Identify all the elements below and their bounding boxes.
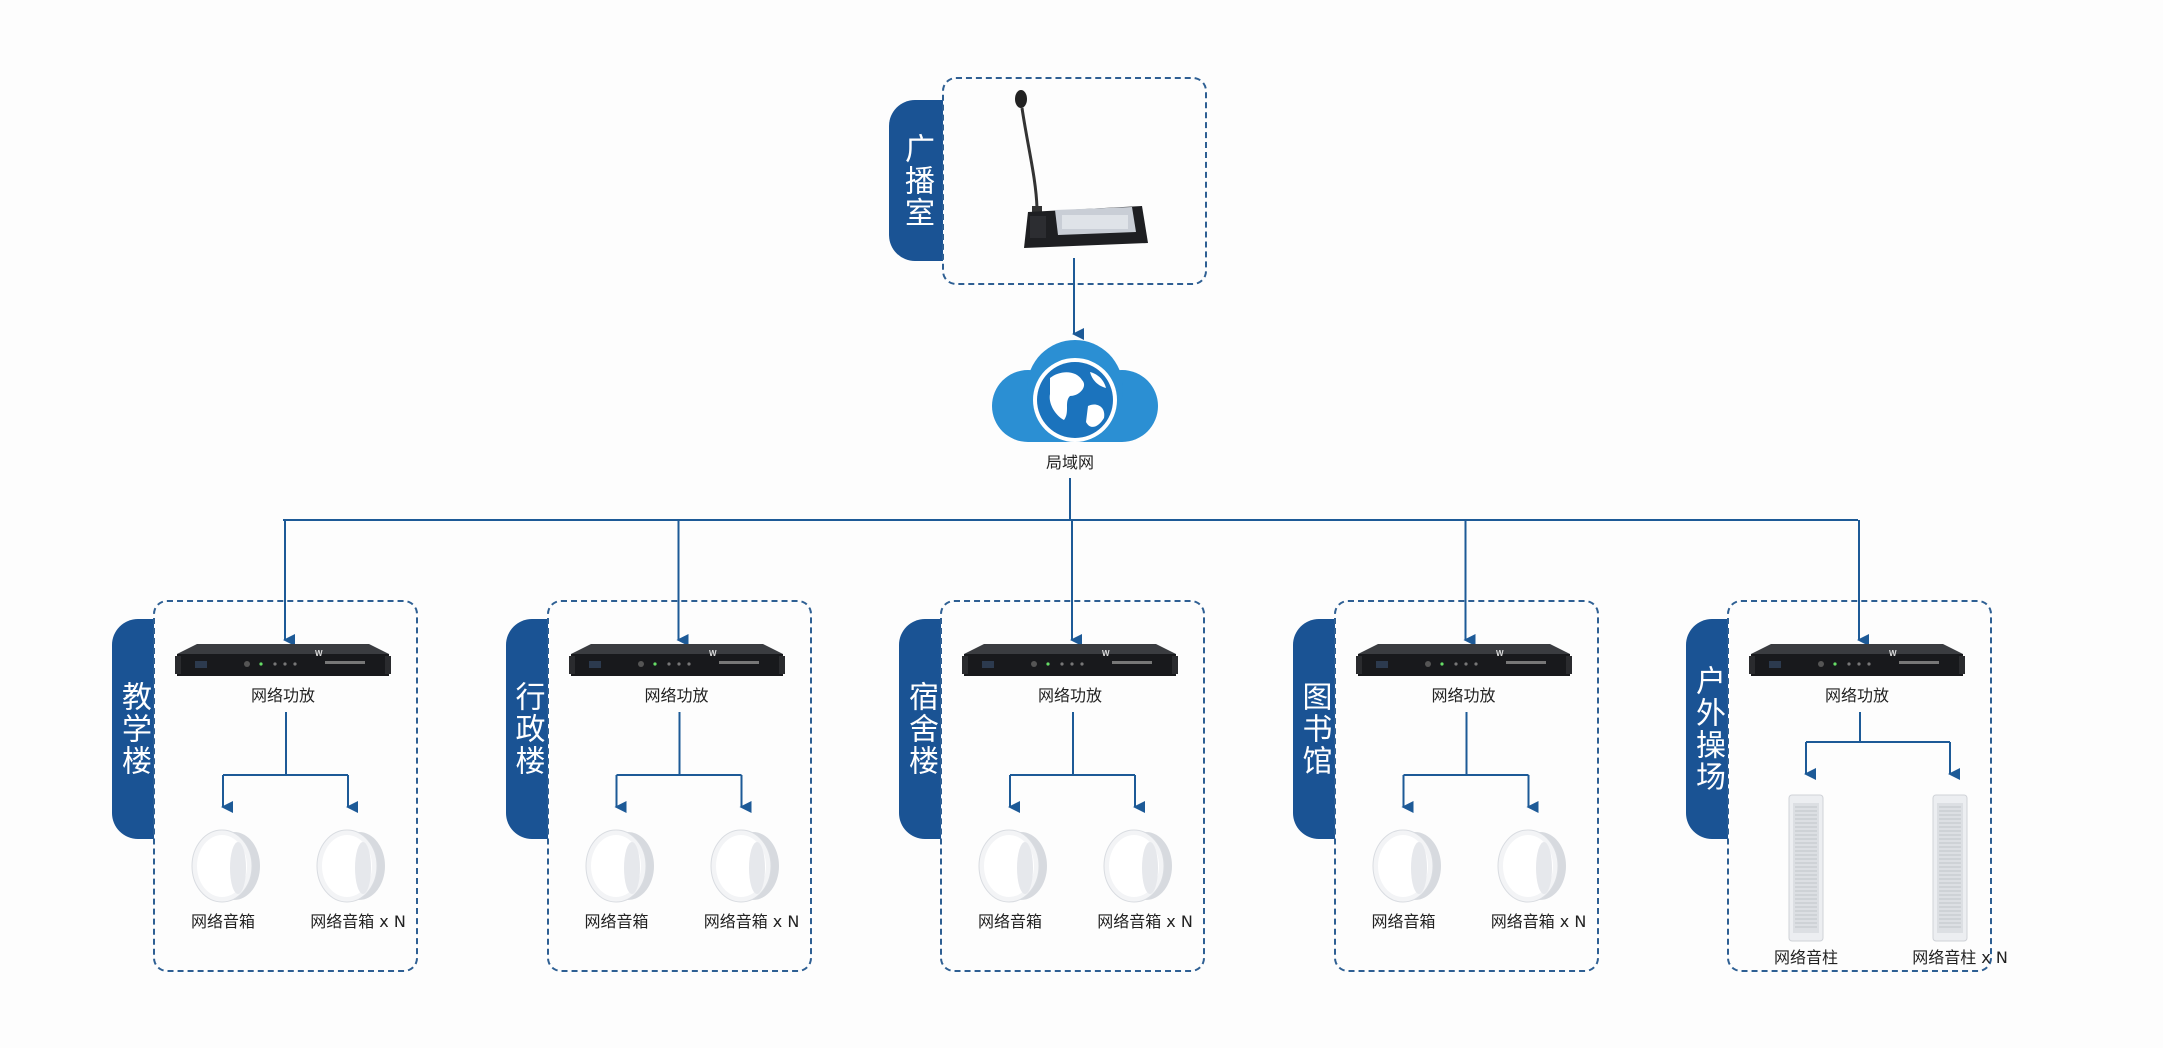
network-amplifier-icon: W [962,644,1178,676]
zone-tab-2: 行政楼 [505,619,548,839]
zone-tab-5: 户外操场 [1686,619,1728,839]
amplifier-label: 网络功放 [644,686,709,705]
broadcast-room-label: 广播室 [899,132,934,229]
output-label-multi: 网络音箱 x N [310,912,406,931]
zone-box-1 [153,600,418,972]
svg-text:W: W [315,649,323,658]
amplifier-label: 网络功放 [250,686,316,705]
network-amplifier-icon: W [568,644,785,676]
paging-microphone-console-icon [1015,90,1148,248]
amplifier-label: 网络功放 [1824,686,1890,705]
amplifier-label: 网络功放 [1431,686,1496,705]
ceiling-speaker-icon [191,829,260,903]
network-label: 局域网 [1045,453,1095,472]
output-label-multi: 网络音箱 x N [703,912,800,931]
broadcast-room-box [942,77,1207,285]
zone-box-2 [546,600,812,972]
ceiling-speaker-icon [316,829,385,903]
output-label-single: 网络音箱 [1371,912,1436,931]
zone-box-5 [1727,600,1992,972]
ceiling-speaker-icon [585,829,654,903]
tab-broadcast-room: 广播室 [889,100,943,261]
svg-text:W: W [1496,649,1504,658]
zone-name-label: 图书馆 [1296,681,1332,777]
output-label-single: 网络音箱 [584,912,649,931]
ceiling-speaker-icon [1497,829,1566,903]
ceiling-speaker-icon [1372,829,1441,903]
zone-name-label: 教学楼 [116,681,151,777]
svg-text:W: W [709,649,717,658]
output-label-multi: 网络音柱 x N [1912,948,2008,967]
output-label-single: 网络音箱 [977,912,1043,931]
zone-tab-3: 宿舍楼 [899,619,941,839]
zone-name-label: 宿舍楼 [903,681,938,777]
svg-text:W: W [1889,649,1897,658]
zone-name-label: 户外操场 [1690,665,1725,793]
network-amplifier-icon: W [1355,644,1572,676]
column-speaker-icon [1932,794,1968,942]
ceiling-speaker-icon [978,829,1047,903]
zone-tab-1: 教学楼 [112,619,154,839]
zone-name-label: 行政楼 [509,681,545,777]
zone-box-4 [1333,600,1599,972]
globe-cloud-icon [992,340,1158,442]
zone-tab-4: 图书馆 [1292,619,1335,839]
amp-branch-lines-2 [616,712,742,776]
column-speaker-icon [1788,794,1824,942]
ceiling-speaker-icon [710,829,779,903]
amp-branch-lines-1 [223,712,348,776]
amp-branch-lines-4 [1403,712,1529,776]
output-label-single: 网络音箱 [190,912,256,931]
output-label-multi: 网络音箱 x N [1490,912,1587,931]
network-amplifier-icon: W [175,644,391,676]
zone-box-3 [940,600,1205,972]
network-amplifier-icon: W [1749,644,1965,676]
amp-branch-lines-3 [1010,712,1135,776]
ceiling-speaker-icon [1103,829,1172,903]
svg-text:W: W [1102,649,1110,658]
amplifier-label: 网络功放 [1037,686,1103,705]
output-label-multi: 网络音箱 x N [1097,912,1193,931]
amp-branch-lines-5 [1806,712,1950,743]
output-label-single: 网络音柱 [1773,948,1839,967]
